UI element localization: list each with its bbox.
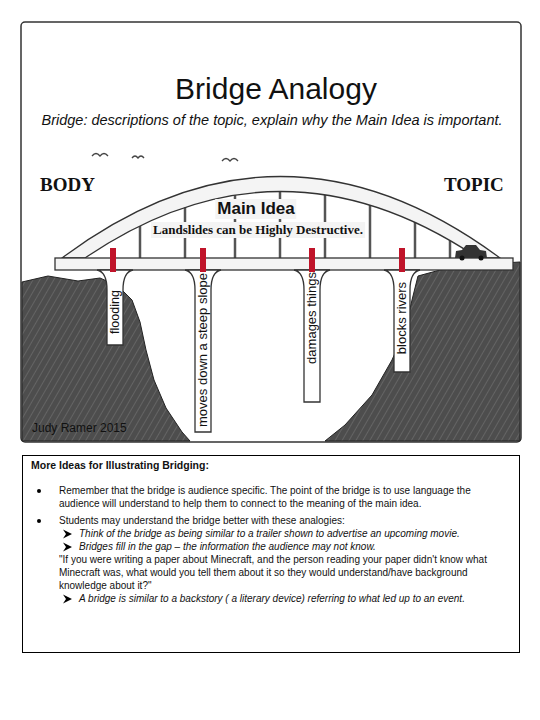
car-wheel xyxy=(479,256,484,261)
text-row: Bridges fill in the gap – the informatio… xyxy=(23,540,519,553)
text-row: Students may understand the bridge bette… xyxy=(23,514,519,527)
pillar xyxy=(185,270,221,432)
red-marker xyxy=(110,248,116,272)
red-markers xyxy=(110,248,405,272)
bridge-deck xyxy=(55,258,513,270)
main-idea-text: Landslides can be Highly Destructive. xyxy=(151,222,365,238)
main-idea-heading: Main Idea xyxy=(215,199,296,219)
hanger xyxy=(414,222,417,258)
text-row: A bridge is similar to a backstory ( a l… xyxy=(23,592,519,605)
bird xyxy=(132,156,144,158)
bullet-arrow-shape xyxy=(63,530,72,539)
bullet-dot-shape xyxy=(37,519,41,523)
text-row: More Ideas for Illustrating Bridging: xyxy=(23,459,519,472)
author-credit: Judy Ramer 2015 xyxy=(32,421,127,435)
pillar xyxy=(294,270,330,402)
red-marker xyxy=(200,248,206,272)
red-marker xyxy=(309,248,315,272)
box-text: A bridge is similar to a backstory ( a l… xyxy=(79,592,509,605)
car-wheel xyxy=(460,256,465,261)
title-text: Bridge Analogy xyxy=(175,72,377,106)
bullet-arrow-shape xyxy=(63,543,72,552)
birds xyxy=(92,154,238,162)
pillar xyxy=(384,270,420,372)
bullet-arrow-shape xyxy=(63,595,72,604)
bullet-dot-shape xyxy=(37,489,41,493)
box-text: Students may understand the bridge bette… xyxy=(59,514,509,527)
hanger xyxy=(369,205,372,258)
box-text: Bridges fill in the gap – the informatio… xyxy=(79,540,509,553)
part-name: TOPIC xyxy=(444,174,504,196)
pillar-label: damages things xyxy=(305,272,319,364)
bird xyxy=(92,154,108,157)
text-row: Think of the bridge as being similar to … xyxy=(23,527,519,540)
subtitle-text: Bridge: descriptions of the topic, expla… xyxy=(41,112,502,128)
box-heading: More Ideas for Illustrating Bridging: xyxy=(31,459,509,472)
hanger xyxy=(139,226,142,258)
bullet-dot xyxy=(35,516,45,526)
box-text: Think of the bridge as being similar to … xyxy=(79,527,509,540)
left-cliff xyxy=(22,276,190,441)
pillar-label: moves down a steep slope xyxy=(196,273,210,427)
bird xyxy=(222,159,238,162)
pillar-label: blocks rivers xyxy=(395,282,409,354)
bullet-arrow xyxy=(63,542,73,552)
bullet-arrow xyxy=(63,529,73,539)
red-marker xyxy=(399,248,405,272)
text-row: "If you were writing a paper about Minec… xyxy=(23,553,519,592)
hanger xyxy=(449,240,452,258)
pillar xyxy=(97,270,133,345)
bullet-arrow xyxy=(63,594,73,604)
bridge-arch xyxy=(62,177,500,259)
box-text: "If you were writing a paper about Minec… xyxy=(59,553,513,592)
text-row: Remember that the bridge is audience spe… xyxy=(23,484,519,510)
bullet-dot xyxy=(35,486,45,496)
text-box: More Ideas for Illustrating Bridging: Rem… xyxy=(22,455,520,653)
part-name: BODY xyxy=(40,174,95,196)
right-cliff xyxy=(325,262,520,441)
pillars xyxy=(97,270,420,432)
box-text: Remember that the bridge is audience spe… xyxy=(59,484,509,510)
pillar-label: flooding xyxy=(108,290,122,334)
illustration-frame xyxy=(21,22,521,442)
